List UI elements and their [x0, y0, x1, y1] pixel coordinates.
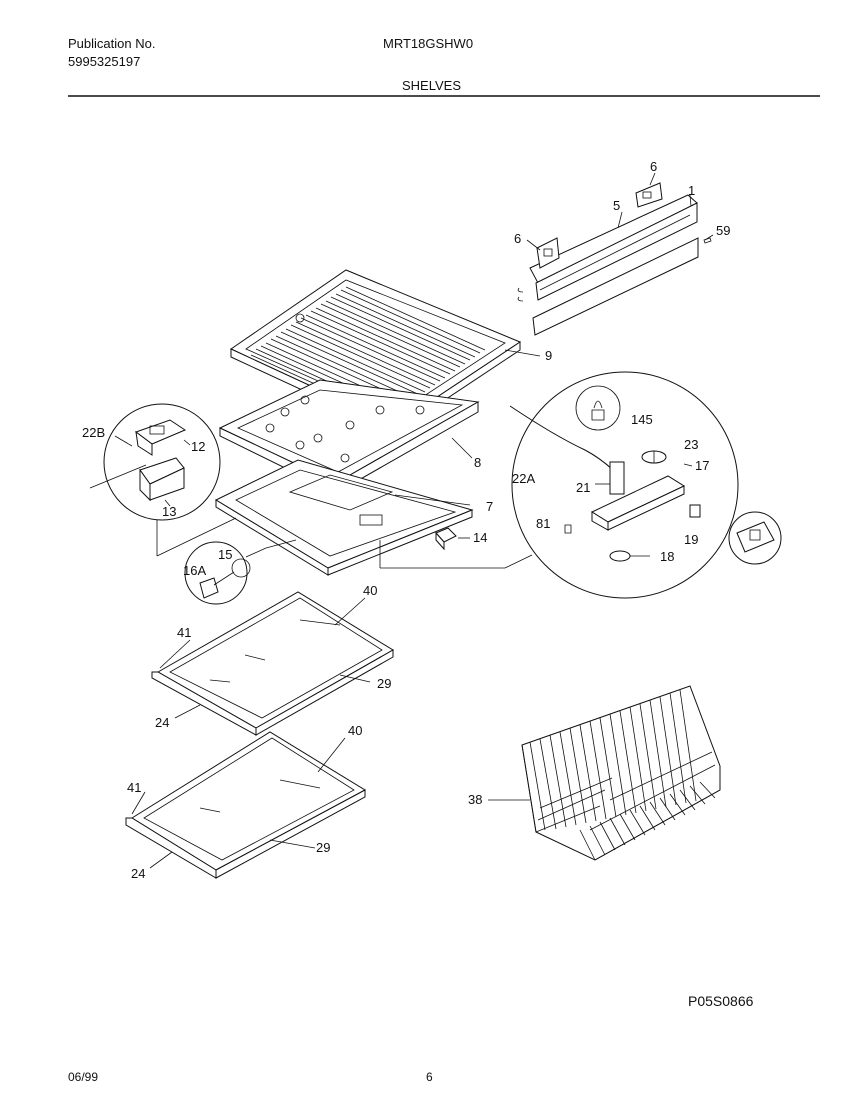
callout-81: 81	[536, 516, 550, 531]
callout-29a: 29	[377, 676, 391, 691]
callout-29b: 29	[316, 840, 330, 855]
callout-24a: 24	[155, 715, 169, 730]
callout-labels: 6 6 5 1 59 9 8 7 14 22B 12 13 15 16A 145…	[82, 159, 730, 881]
callout-41a: 41	[177, 625, 191, 640]
detail-circle-right	[379, 371, 739, 599]
figure-code: P05S0866	[688, 993, 754, 1009]
callout-5: 5	[613, 198, 620, 213]
callout-23: 23	[684, 437, 698, 452]
callout-6a: 6	[650, 159, 657, 174]
callout-41b: 41	[127, 780, 141, 795]
callout-38: 38	[468, 792, 482, 807]
footer-date: 06/99	[68, 1070, 99, 1084]
section-title: SHELVES	[402, 78, 462, 93]
publication-label: Publication No.	[68, 36, 156, 51]
callout-7: 7	[486, 499, 493, 514]
page-number: 6	[426, 1070, 433, 1084]
callout-40a: 40	[363, 583, 377, 598]
publication-number: 5995325197	[68, 54, 141, 69]
glass-shelf-bottom	[125, 731, 367, 879]
shelf-frame-7	[214, 459, 474, 576]
callout-17: 17	[695, 458, 709, 473]
callout-12: 12	[191, 439, 205, 454]
control-switch	[728, 511, 782, 565]
callout-15: 15	[218, 547, 232, 562]
control-part-14	[435, 527, 470, 551]
lamp-circle	[184, 539, 297, 605]
callout-24b: 24	[131, 866, 145, 881]
crisper-cover-bar	[517, 172, 714, 336]
callout-1: 1	[688, 183, 695, 198]
callout-13: 13	[162, 504, 176, 519]
callout-8: 8	[474, 455, 481, 470]
callout-6b: 6	[514, 231, 521, 246]
callout-14: 14	[473, 530, 487, 545]
callout-22B: 22B	[82, 425, 105, 440]
callout-22A: 22A	[512, 471, 535, 486]
wire-shelf-38	[488, 685, 721, 861]
callout-16A: 16A	[183, 563, 206, 578]
glass-shelf-middle	[151, 591, 394, 736]
detail-circle-left	[89, 403, 237, 557]
callout-59: 59	[716, 223, 730, 238]
callout-18: 18	[660, 549, 674, 564]
callout-9: 9	[545, 348, 552, 363]
callout-21: 21	[576, 480, 590, 495]
model-number: MRT18GSHW0	[383, 36, 474, 51]
callout-40b: 40	[348, 723, 362, 738]
callout-145: 145	[631, 412, 653, 427]
callout-19: 19	[684, 532, 698, 547]
